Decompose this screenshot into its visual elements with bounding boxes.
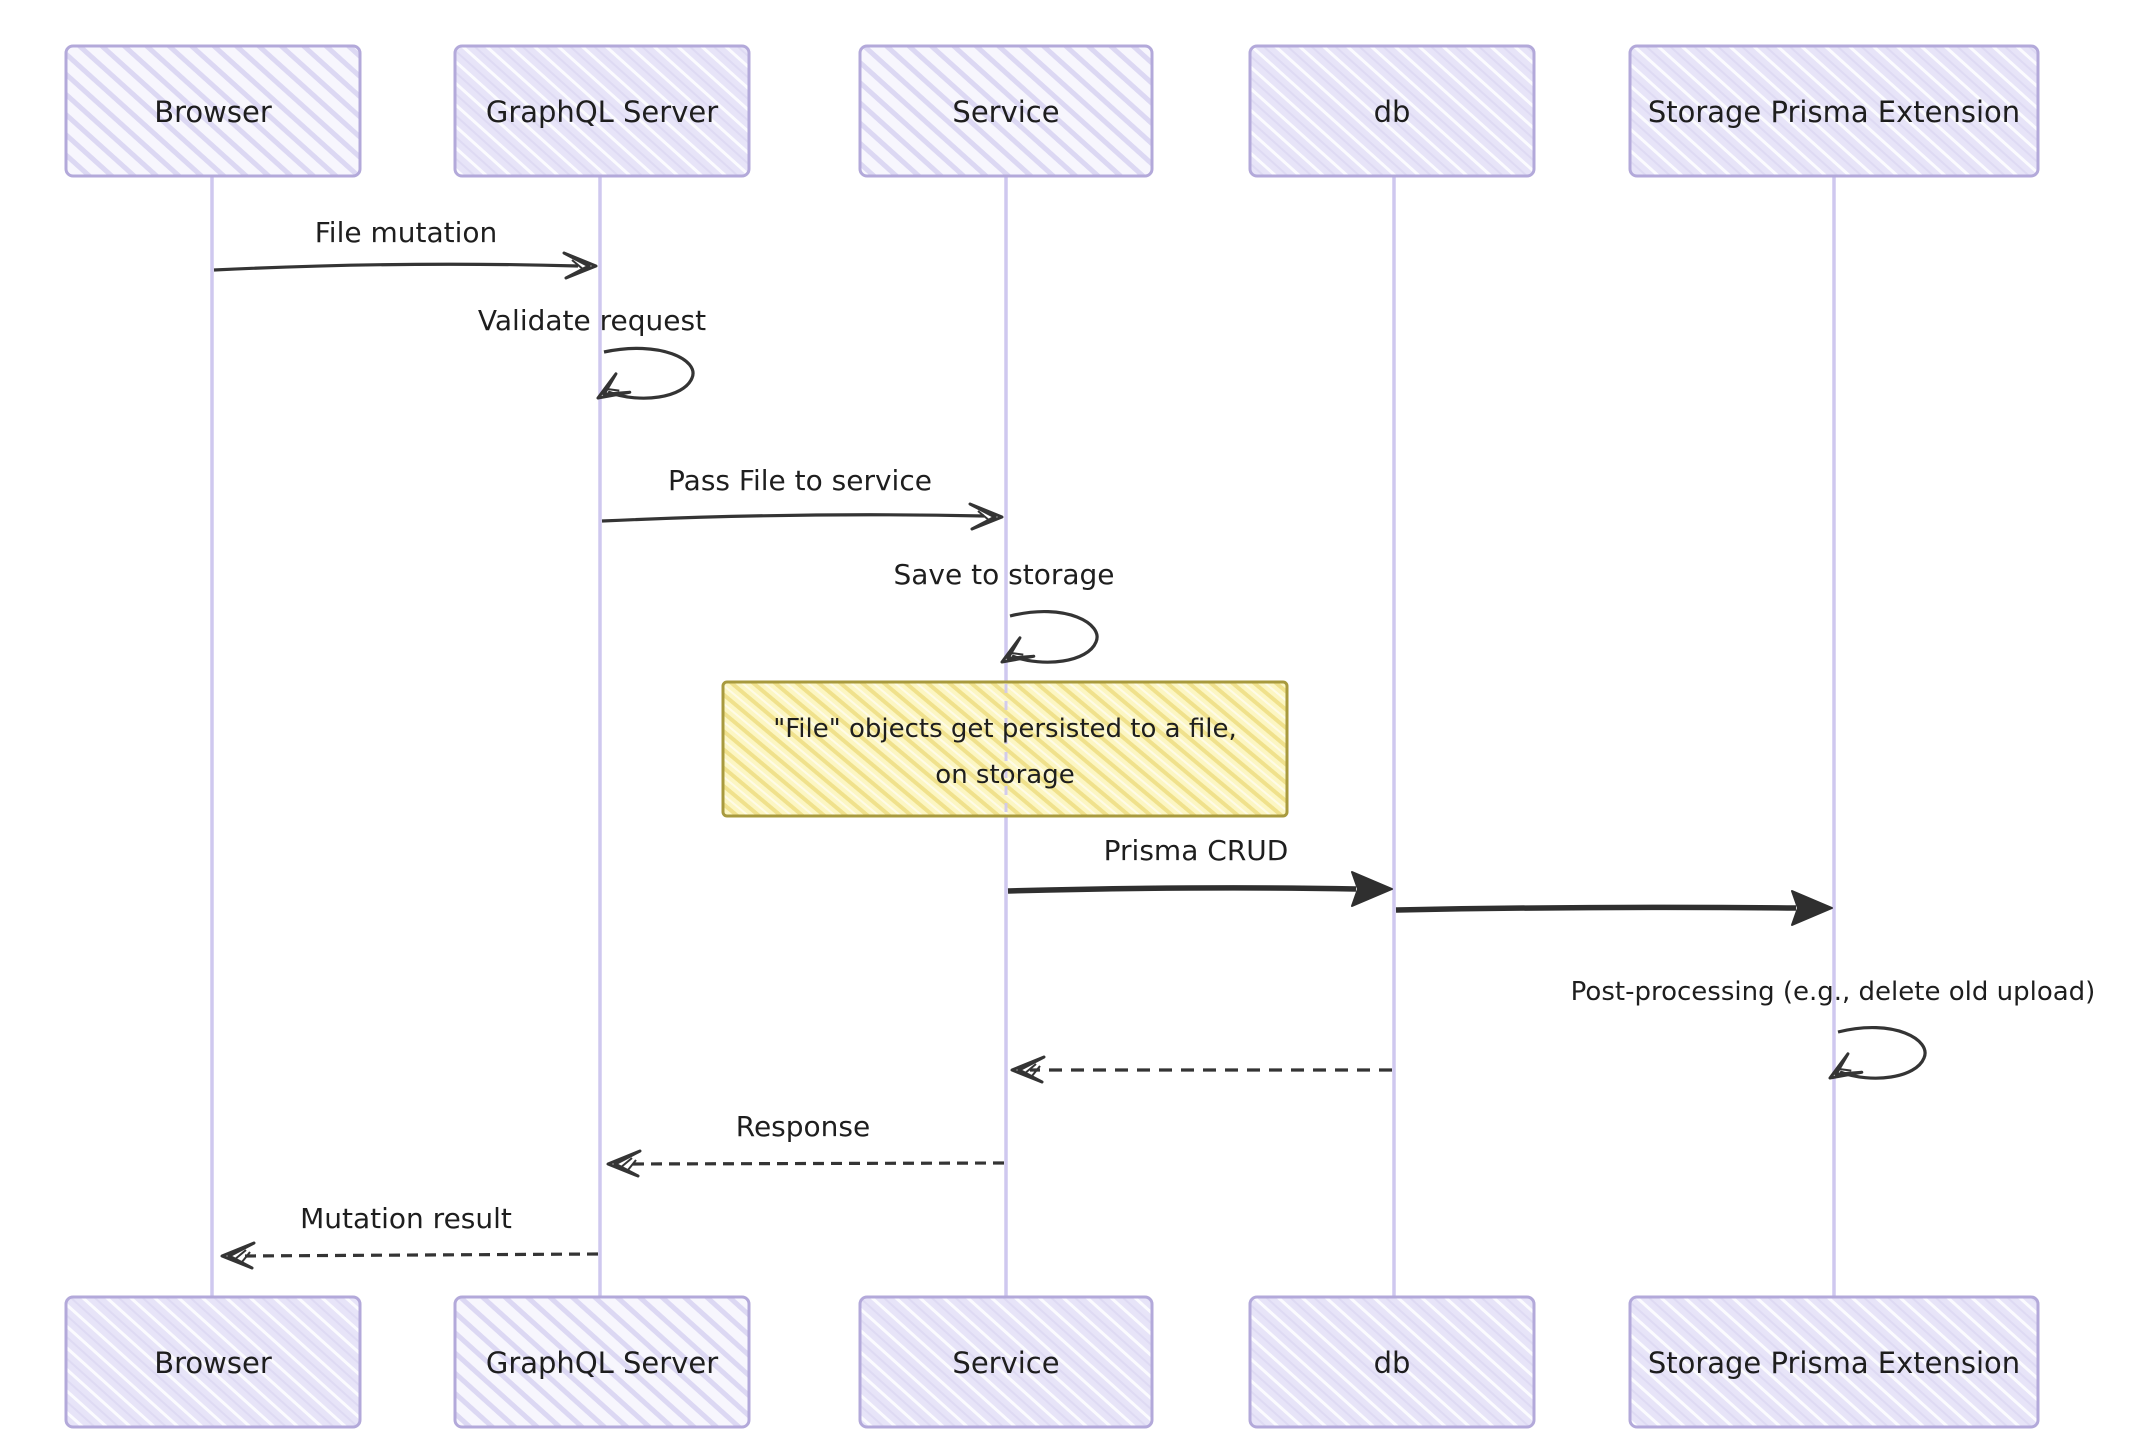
note-box [721, 680, 1289, 818]
arrowhead-right-open [562, 251, 598, 280]
arrowhead-left-open [606, 1149, 642, 1178]
arrowhead-loop-open [596, 372, 632, 400]
actors-bottom: Browser GraphQL Server Service db Storag… [64, 1295, 2040, 1429]
message-file-mutation: File mutation [213, 216, 598, 280]
arrowhead-left-open [220, 1241, 256, 1270]
actors-top: Browser GraphQL Server Service db Storag… [64, 44, 2040, 178]
message-response-line [625, 1161, 1005, 1166]
message-pass-file-to-service-label: Pass File to service [668, 464, 932, 497]
actor-bottom-storage-prisma-extension-label: Storage Prisma Extension [1648, 1346, 2020, 1380]
message-db-to-storage-line [1395, 904, 1797, 913]
actor-bottom-service-label: Service [952, 1346, 1059, 1380]
message-db-to-storage [1395, 890, 1833, 926]
message-prisma-crud: Prisma CRUD [1007, 834, 1393, 907]
actor-top-browser-label: Browser [154, 95, 272, 129]
actor-bottom-storage-prisma-extension: Storage Prisma Extension [1628, 1295, 2040, 1429]
arrowhead-right-open [968, 502, 1004, 531]
message-response-label: Response [736, 1110, 870, 1143]
actor-top-browser: Browser [64, 44, 362, 178]
message-save-to-storage-loop [1009, 610, 1099, 664]
message-post-processing-loop [1837, 1026, 1927, 1080]
arrowhead-right-filled [1791, 890, 1833, 926]
message-post-processing-label: Post-processing (e.g., delete old upload… [1571, 977, 2096, 1007]
actor-bottom-graphql-server-label: GraphQL Server [486, 1346, 718, 1380]
arrowhead-right-filled [1351, 871, 1393, 907]
actor-top-graphql-server: GraphQL Server [453, 44, 751, 178]
message-mutation-result-line [239, 1252, 599, 1258]
actor-bottom-graphql-server: GraphQL Server [453, 1295, 751, 1429]
message-validate-request-label: Validate request [478, 304, 706, 337]
message-pass-file-to-service-line [601, 513, 985, 523]
message-mutation-result: Mutation result [220, 1202, 599, 1270]
actor-top-service: Service [858, 44, 1154, 178]
actor-bottom-service: Service [858, 1295, 1154, 1429]
actor-bottom-db: db [1248, 1295, 1536, 1429]
actor-bottom-browser-label: Browser [154, 1346, 272, 1380]
note-text-line1: "File" objects get persisted to a file, [773, 714, 1236, 744]
message-response: Response [606, 1110, 1005, 1178]
actor-top-service-label: Service [952, 95, 1059, 129]
actor-top-db: db [1248, 44, 1536, 178]
arrowhead-loop-open [1000, 636, 1036, 664]
message-mutation-result-label: Mutation result [300, 1202, 512, 1235]
actor-top-db-label: db [1374, 95, 1411, 129]
arrowhead-left-open [1010, 1055, 1046, 1084]
message-file-mutation-line [213, 262, 579, 272]
message-validate-request: Validate request [478, 304, 706, 400]
note-text-line2: on storage [935, 760, 1074, 790]
actor-top-storage-prisma-extension: Storage Prisma Extension [1628, 44, 2040, 178]
arrowhead-loop-open [1828, 1052, 1864, 1080]
message-validate-request-loop [603, 346, 695, 400]
actor-top-storage-prisma-extension-label: Storage Prisma Extension [1648, 95, 2020, 129]
message-prisma-crud-label: Prisma CRUD [1104, 834, 1289, 867]
message-save-to-storage: Save to storage [893, 558, 1115, 664]
message-db-return-to-service [1010, 1055, 1392, 1084]
actor-bottom-db-label: db [1374, 1346, 1411, 1380]
message-prisma-crud-line [1007, 885, 1357, 894]
actor-top-graphql-server-label: GraphQL Server [486, 95, 718, 129]
note-file-persisted: "File" objects get persisted to a file, … [721, 680, 1289, 818]
message-save-to-storage-label: Save to storage [893, 558, 1114, 591]
message-post-processing: Post-processing (e.g., delete old upload… [1571, 977, 2096, 1080]
actor-bottom-browser: Browser [64, 1295, 362, 1429]
message-pass-file-to-service: Pass File to service [601, 464, 1004, 531]
message-file-mutation-label: File mutation [315, 216, 498, 249]
